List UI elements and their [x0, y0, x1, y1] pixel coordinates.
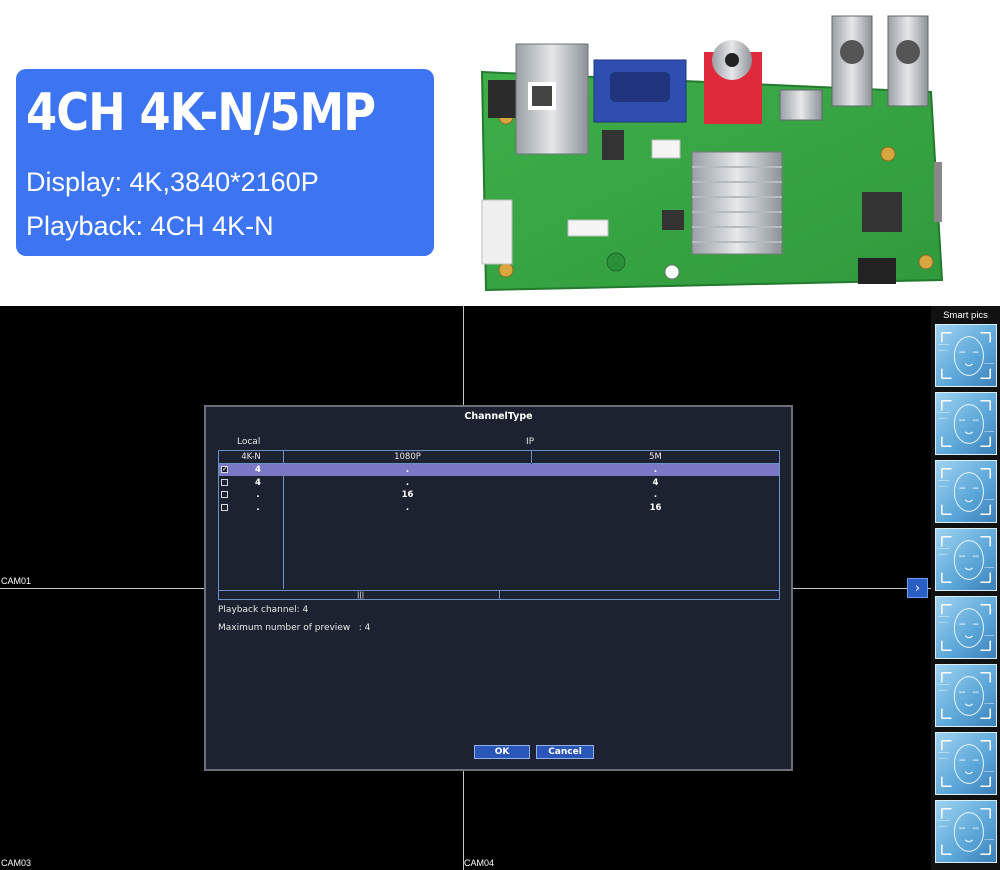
- playback-spec: Playback: 4CH 4K-N: [26, 211, 274, 241]
- column-header-4k-n: 4K-N: [219, 451, 283, 464]
- row-checkbox[interactable]: [221, 503, 228, 511]
- table-cell-m5: .: [653, 490, 658, 500]
- product-banner: 4CH 4K-N/5MP Display: 4K,3840*2160P Play…: [0, 0, 1000, 306]
- cancel-button[interactable]: Cancel: [536, 745, 594, 759]
- smart-pics-panel: Smart pics: [931, 306, 1000, 870]
- dvr-live-view: CAM01 CAM03 CAM04 › Smart pics ChannelTy…: [0, 306, 1000, 870]
- group-header-ip: IP: [526, 437, 535, 447]
- spec-card: 4CH 4K-N/5MP Display: 4K,3840*2160P Play…: [16, 69, 434, 256]
- row-checkbox[interactable]: ✓: [221, 465, 228, 473]
- table-cell-p1080: .: [405, 465, 410, 475]
- table-cell-local: 4: [255, 465, 261, 475]
- channel-type-table: 4K-N 1080P 5M ✓4..4.4.16...16: [218, 450, 780, 600]
- ok-button[interactable]: OK: [474, 745, 530, 759]
- smart-pic-thumbnail[interactable]: [935, 324, 997, 387]
- table-cell-p1080: .: [405, 477, 410, 488]
- channel-type-dialog: ChannelType Local IP 4K-N 1080P 5M ✓4..4…: [204, 405, 793, 771]
- smart-pic-thumbnail[interactable]: [935, 800, 997, 863]
- dialog-title: ChannelType: [464, 411, 533, 422]
- column-header-1080p: 1080P: [284, 451, 531, 464]
- table-cell-p1080: 16: [401, 490, 414, 500]
- cam-label: CAM04: [464, 858, 495, 868]
- horizontal-scrollbar[interactable]: |||: [218, 590, 780, 600]
- max-preview-info: Maximum number of preview : 4: [218, 623, 371, 633]
- table-row[interactable]: ✓ 4..: [219, 464, 779, 476]
- smart-pic-thumbnail[interactable]: [935, 732, 997, 795]
- row-checkbox[interactable]: [221, 491, 228, 498]
- smart-pic-thumbnail[interactable]: [935, 664, 997, 727]
- column-divider: [283, 451, 284, 589]
- face-scan-icon: [937, 400, 995, 447]
- table-row[interactable]: 4.4: [219, 477, 779, 489]
- table-cell-m5: .: [653, 465, 658, 475]
- column-header-5m: 5M: [532, 451, 779, 464]
- group-header-local: Local: [237, 437, 261, 447]
- smart-pic-thumbnail[interactable]: [935, 596, 997, 659]
- row-checkbox[interactable]: [221, 478, 228, 486]
- face-scan-icon: [937, 672, 995, 719]
- face-scan-icon: [937, 740, 995, 787]
- face-scan-icon: [937, 808, 995, 855]
- smart-pics-title: Smart pics: [943, 310, 988, 321]
- table-row[interactable]: . 16.: [219, 489, 779, 501]
- smart-pic-thumbnail[interactable]: [935, 392, 997, 455]
- face-scan-icon: [937, 332, 995, 379]
- table-cell-local: .: [256, 490, 260, 500]
- chevron-right-icon: ›: [914, 581, 921, 596]
- table-row[interactable]: .. 16: [219, 502, 779, 514]
- expand-panel-button[interactable]: ›: [907, 578, 928, 598]
- smart-pic-thumbnail[interactable]: [935, 460, 997, 523]
- smart-pic-thumbnail[interactable]: [935, 528, 997, 591]
- cam-label: CAM03: [1, 858, 32, 868]
- face-scan-icon: [937, 604, 995, 651]
- table-cell-m5: 16: [649, 502, 662, 513]
- table-cell-local: .: [256, 502, 260, 513]
- playback-channel-info: Playback channel: 4: [218, 605, 309, 615]
- display-spec: Display: 4K,3840*2160P: [26, 167, 319, 197]
- table-cell-p1080: .: [405, 502, 410, 513]
- face-scan-icon: [937, 468, 995, 515]
- dvr-board-image: [480, 15, 944, 292]
- face-scan-icon: [937, 536, 995, 583]
- scrollbar-thumb[interactable]: |||: [219, 591, 500, 599]
- table-cell-m5: 4: [652, 477, 659, 488]
- table-cell-local: 4: [255, 477, 261, 488]
- grip-icon: |||: [357, 591, 365, 599]
- headline: 4CH 4K-N/5MP: [26, 83, 376, 143]
- column-divider: [531, 451, 532, 463]
- cam-label: CAM01: [1, 576, 32, 586]
